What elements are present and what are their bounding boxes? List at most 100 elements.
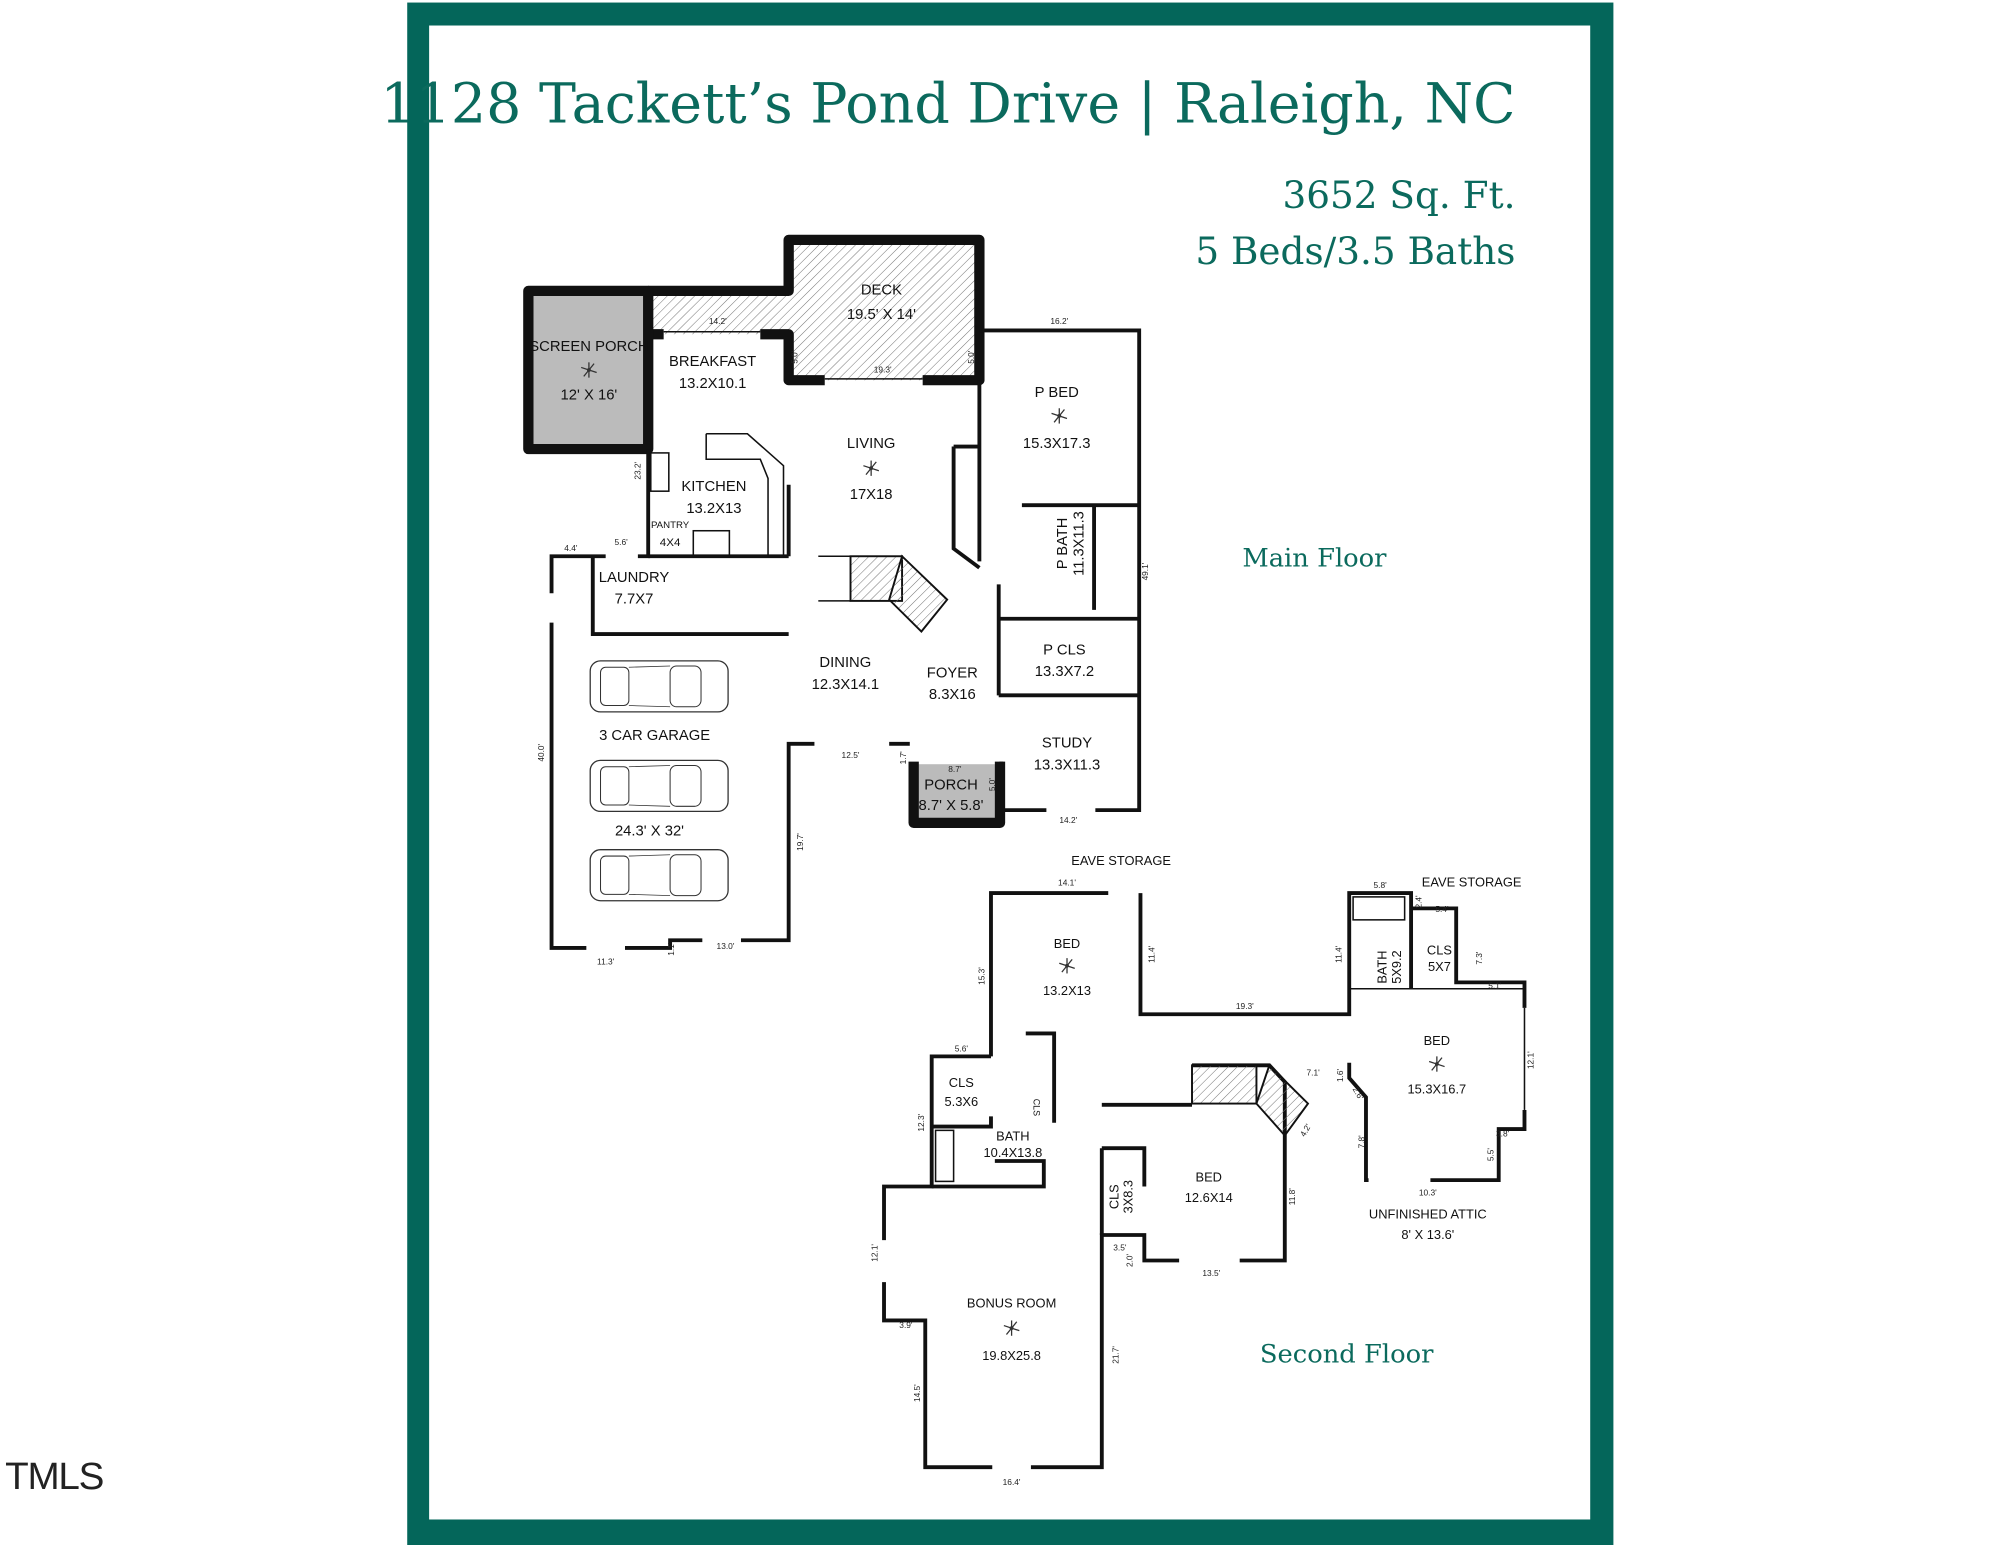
dimension-label: 14.2': [1059, 815, 1077, 825]
room-label: KITCHEN: [681, 479, 746, 495]
dimension-label: 1.7': [898, 751, 908, 765]
dimension-label: 19.7': [795, 833, 805, 851]
room-label: 10.4X13.8: [984, 1145, 1043, 1160]
room-label: UNFINISHED ATTIC: [1369, 1206, 1487, 1221]
dimension-label: 7.3': [1474, 951, 1484, 965]
dimension-label: 5.8': [1374, 880, 1388, 890]
room-label: CLS: [1106, 1184, 1121, 1209]
room-label: BATH: [1375, 951, 1390, 984]
dimension-label: 14.5': [912, 1384, 922, 1402]
dimension-label: 14.1': [1058, 877, 1076, 887]
room-label: BATH: [996, 1129, 1029, 1144]
dimension-label: 5.5': [1486, 1148, 1496, 1162]
main-floor-plan: DECK 19.5' X 14' SCREEN PORCH 12' X 16' …: [523, 234, 1387, 967]
room-label: 11.3X11.3: [1072, 511, 1088, 576]
room-label: P BATH: [1055, 518, 1071, 570]
dimension-label: 7.8': [1357, 1135, 1367, 1149]
room-label: SCREEN PORCH: [529, 339, 648, 355]
dimension-label: 5.6': [955, 1043, 969, 1053]
room-label: 13.2X10.1: [679, 376, 747, 392]
page-title: 1128 Tackett’s Pond Drive | Raleigh, NC: [380, 73, 1515, 137]
dimension-label: 1.1': [666, 942, 676, 956]
room-label: 13.3X7.2: [1035, 664, 1094, 680]
dimension-label: 12.5': [842, 750, 860, 760]
room-label: FOYER: [927, 666, 978, 682]
dimension-label: 15.3': [976, 967, 986, 985]
dimension-label: 2.0': [1125, 1254, 1135, 1268]
screen-porch-area: [523, 285, 654, 455]
dimension-label: 49.1': [1140, 562, 1150, 580]
dimension-label: 1.6': [1335, 1069, 1345, 1083]
room-label: EAVE STORAGE: [1422, 875, 1522, 890]
room-label: BONUS ROOM: [967, 1296, 1056, 1311]
room-label: 19.8X25.8: [982, 1348, 1041, 1363]
room-label: P CLS: [1043, 643, 1086, 659]
deck-area: [648, 239, 980, 381]
dimension-label: 16.2': [1050, 316, 1068, 326]
room-label: 19.5' X 14': [847, 307, 916, 323]
room-label: BED: [1054, 936, 1080, 951]
dimension-label: 7.1': [1307, 1068, 1321, 1078]
room-label: 13.2X13: [1043, 983, 1091, 998]
dimension-label: 5.4': [1435, 904, 1449, 914]
dimension-label: 13.0': [717, 941, 735, 951]
room-label: 3 CAR GARAGE: [599, 728, 710, 744]
porch-area: [913, 764, 1000, 821]
room-label: 8.7' X 5.8': [919, 798, 984, 814]
dimension-label: 12.1': [1525, 1051, 1535, 1069]
dimension-label: 13.5': [1202, 1268, 1220, 1278]
room-label: 24.3' X 32': [615, 824, 684, 840]
dimension-label: 11.3': [597, 957, 615, 967]
room-label: 13.3X11.3: [1034, 757, 1100, 773]
room-label: P BED: [1035, 385, 1079, 401]
dimension-label: 3.9': [899, 1320, 913, 1330]
room-label: 15.3X17.3: [1023, 436, 1091, 452]
room-label: 12.6X14: [1185, 1190, 1233, 1205]
room-label: PORCH: [924, 778, 977, 794]
dimension-label: 5.6': [615, 537, 629, 547]
second-floor-label: Second Floor: [1260, 1340, 1434, 1370]
room-label: 7.7X7: [615, 592, 654, 608]
room-label: LIVING: [847, 436, 896, 452]
dimension-label: 8.7': [948, 764, 962, 774]
room-label: CLS: [1427, 942, 1452, 957]
dimension-label: 21.7': [1111, 1346, 1121, 1364]
dimension-label: 14.2': [709, 316, 727, 326]
logo: TMLS: [5, 1455, 103, 1498]
room-label: BED: [1196, 1169, 1222, 1184]
dimension-label: 12.1': [870, 1244, 880, 1262]
room-label: DINING: [819, 655, 871, 671]
room-label: DECK: [861, 283, 902, 299]
dimension-label: 5.0': [966, 350, 976, 364]
room-label: 17X18: [850, 487, 893, 503]
room-label: 12' X 16': [561, 387, 618, 403]
room-label: 3X8.3: [1121, 1180, 1136, 1213]
room-label: 15.3X16.7: [1407, 1081, 1466, 1096]
dimension-label: 5.0': [987, 778, 997, 792]
room-label: 8.3X16: [929, 687, 976, 703]
dimension-label: 2.4': [1413, 895, 1423, 909]
square-footage: 3652 Sq. Ft.: [1282, 173, 1515, 217]
dimension-label: 19.3': [1236, 1001, 1254, 1011]
room-label: 12.3X14.1: [812, 677, 880, 693]
dimension-label: 4.4': [564, 543, 578, 553]
main-floor-label: Main Floor: [1242, 544, 1387, 574]
dimension-label: 3.5': [1113, 1242, 1127, 1252]
dimension-label: 11.4': [1333, 945, 1343, 963]
room-label: CLS: [949, 1075, 974, 1090]
dimension-label: 16.4': [1003, 1477, 1021, 1487]
dimension-label: 40.0': [536, 743, 546, 761]
dimension-label: 5.1': [1488, 981, 1502, 991]
room-label: BED: [1424, 1033, 1450, 1048]
dimension-label: 3.8': [1496, 1129, 1510, 1139]
room-label: 5.3X6: [945, 1094, 979, 1109]
room-label: PANTRY: [651, 520, 690, 531]
room-label: EAVE STORAGE: [1071, 853, 1171, 868]
second-floor-plan: EAVE STORAGE BED 13.2X13 EAVE STORAGE BA…: [870, 853, 1536, 1487]
dimension-label: 11.4': [1147, 945, 1157, 963]
room-label: 8' X 13.6': [1401, 1227, 1454, 1242]
dimension-label: 19.3': [874, 365, 892, 375]
room-label: LAUNDRY: [599, 570, 670, 586]
dimension-label: 23.2': [632, 462, 642, 480]
